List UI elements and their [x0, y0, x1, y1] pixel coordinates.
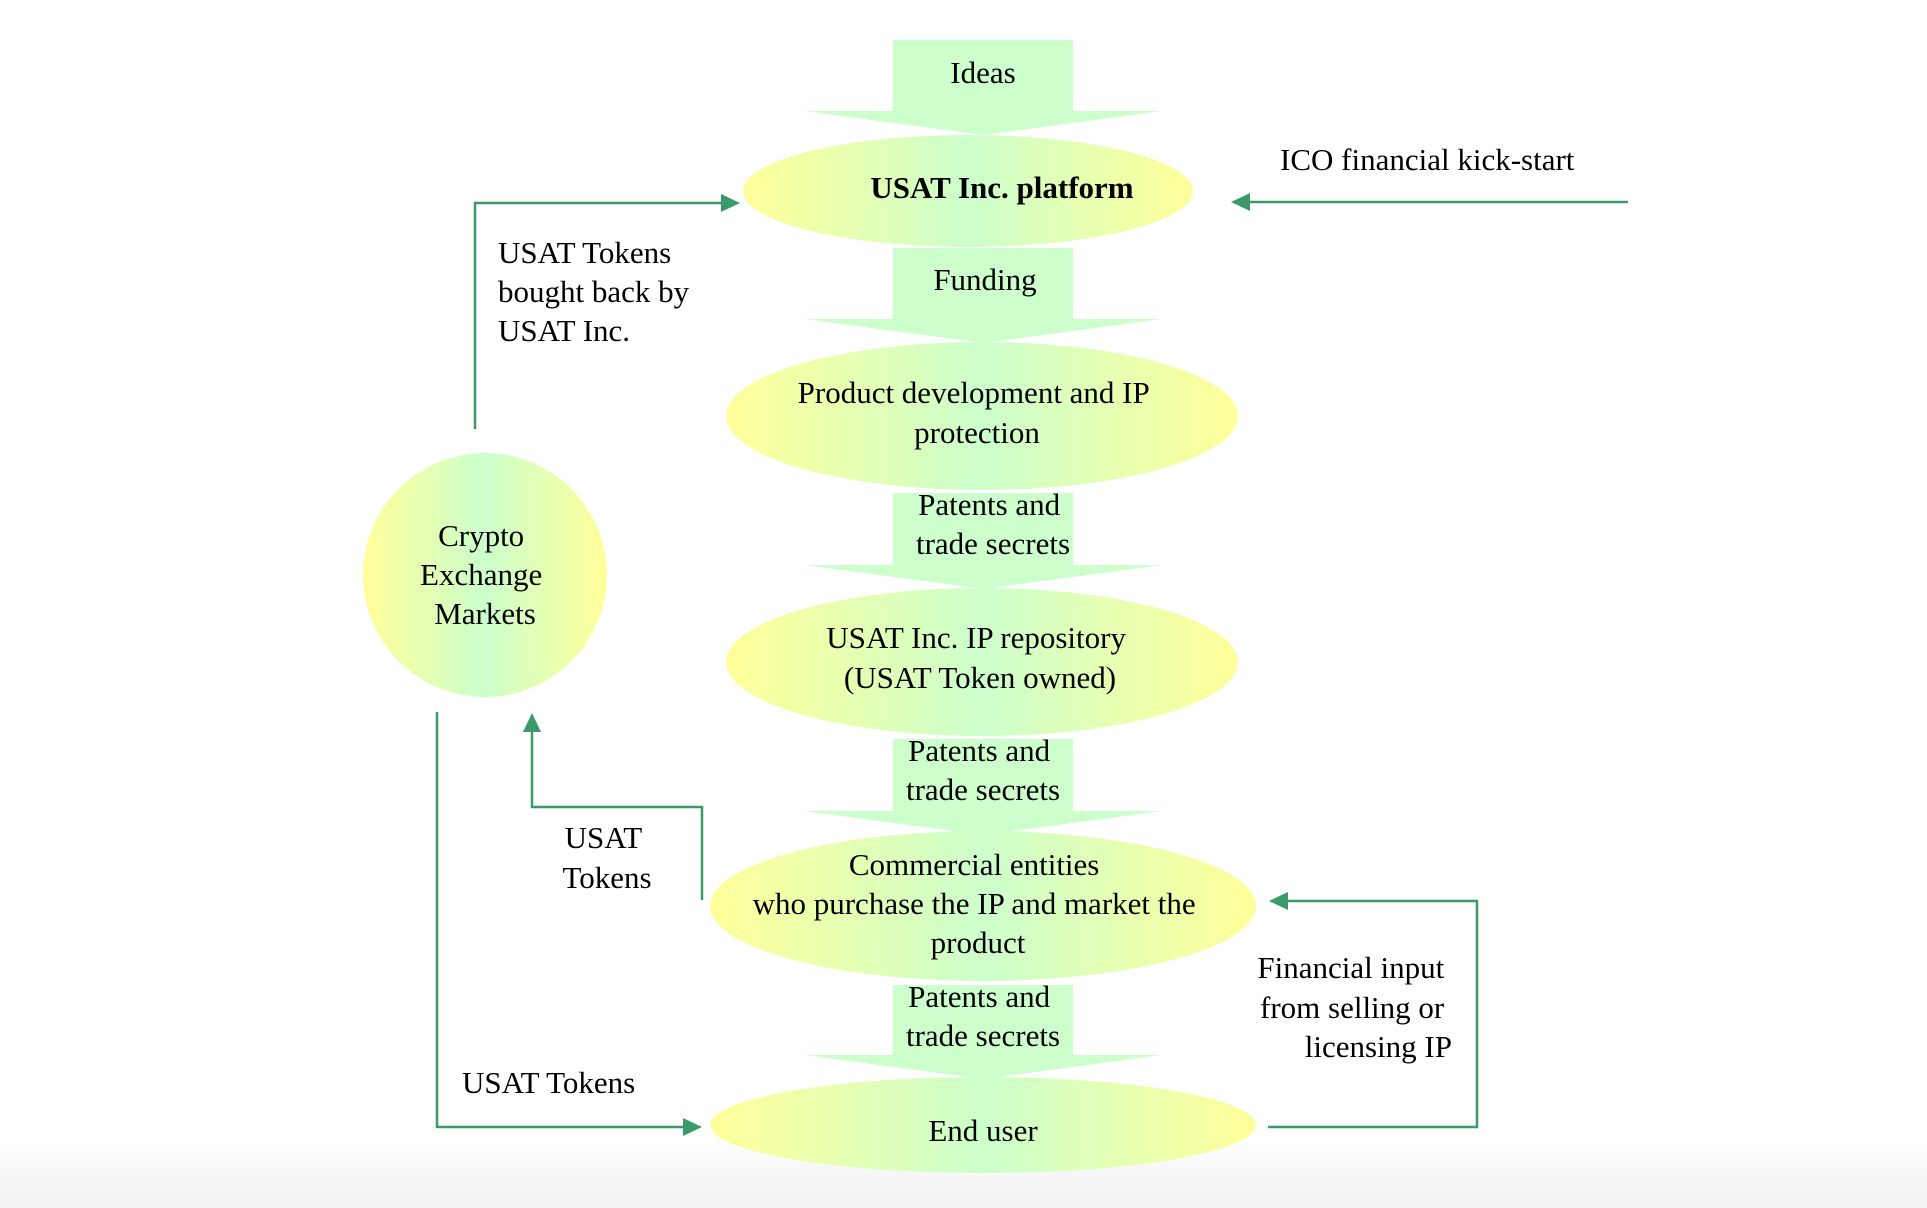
node-label: Commercial entities who purchase the IP … [753, 847, 1204, 960]
node-shape [726, 588, 1238, 736]
node-shape [743, 135, 1193, 247]
connector-label: USAT Tokens bought back by USAT Inc. [498, 235, 697, 348]
connector-ico-kickstart: ICO financial kick-start [1231, 142, 1628, 211]
node-commercial-entities: Commercial entities who purchase the IP … [710, 831, 1256, 981]
flow-arrow-label: Funding [933, 262, 1036, 297]
connector-line [473, 201, 725, 429]
node-label: End user [928, 1113, 1038, 1148]
arrowhead-left-icon [1231, 193, 1250, 211]
arrowhead-up-icon [523, 713, 541, 732]
node-shape [363, 453, 607, 697]
block-arrow-shape [805, 248, 1162, 343]
block-arrow-shape [805, 40, 1162, 135]
node-shape [710, 1077, 1256, 1173]
connector-label: USAT Tokens [462, 1065, 635, 1100]
connector-line [435, 712, 687, 1129]
node-usat-platform: USAT Inc. platform [743, 135, 1193, 247]
connector-line [530, 728, 704, 900]
flow-arrow-label: Patents and trade secrets [906, 733, 1060, 807]
connector-label: Financial input from selling or licensin… [1257, 950, 1452, 1064]
node-end-user: End user [710, 1077, 1256, 1173]
connector-label: ICO financial kick-start [1280, 142, 1575, 177]
connector-commercial-to-exchange: USAT Tokens [523, 713, 704, 900]
flow-arrow-label: Ideas [950, 55, 1015, 90]
node-shape [710, 831, 1256, 981]
node-shape [726, 342, 1238, 490]
flow-arrow-patents-2: Patents and trade secrets [805, 733, 1162, 835]
arrowhead-right-icon [721, 194, 740, 212]
block-arrow-shape [805, 985, 1162, 1079]
node-label: Crypto Exchange Markets [420, 518, 550, 631]
connector-buyback: USAT Tokens bought back by USAT Inc. [473, 194, 740, 429]
flow-arrow-label: Patents and trade secrets [906, 979, 1060, 1053]
connector-enduser-to-commercial: Financial input from selling or licensin… [1257, 892, 1479, 1129]
connector-exchange-to-enduser: USAT Tokens [435, 712, 702, 1136]
connector-line [1268, 899, 1479, 1129]
node-label: USAT Inc. IP repository (USAT Token owne… [826, 620, 1133, 695]
flow-arrow-patents-1: Patents and trade secrets [805, 487, 1162, 589]
node-product-development: Product development and IP protection [726, 342, 1238, 490]
flow-arrow-funding: Funding [805, 248, 1162, 343]
flow-arrow-label: Patents and trade secrets [916, 487, 1070, 561]
arrowhead-right-icon [683, 1118, 702, 1136]
node-label: USAT Inc. platform [870, 170, 1133, 205]
block-arrow-shape [805, 739, 1162, 835]
arrowhead-left-icon [1269, 892, 1288, 910]
block-arrow-shape [805, 493, 1162, 589]
node-ip-repository: USAT Inc. IP repository (USAT Token owne… [726, 588, 1238, 736]
flow-arrow-patents-3: Patents and trade secrets [805, 979, 1162, 1079]
node-crypto-exchange: Crypto Exchange Markets [363, 453, 607, 697]
node-label: Product development and IP protection [798, 375, 1157, 450]
flow-arrow-ideas: Ideas [805, 40, 1162, 135]
connector-label: USAT Tokens [562, 820, 651, 895]
